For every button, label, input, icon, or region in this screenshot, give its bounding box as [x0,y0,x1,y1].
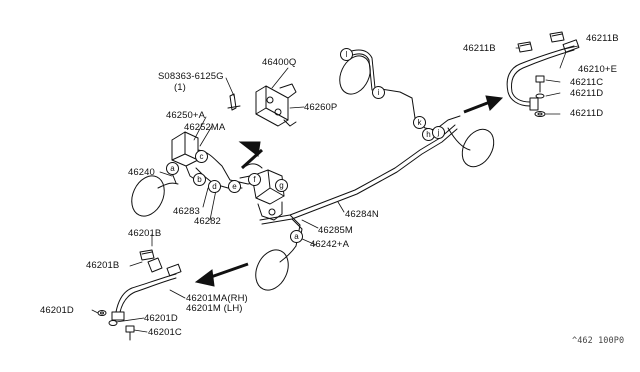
label-46284N: 46284N [345,209,379,220]
callout-h: h [422,128,435,141]
callout-k: k [413,116,426,129]
leader-lines [91,45,579,333]
callout-a: a [166,162,179,175]
label-46285M: 46285M [318,225,353,236]
rear-hose-assembly [506,31,580,117]
label-46211B-left: 46211B [463,43,496,54]
arrow-upper-right [238,141,264,170]
label-46283: 46283 [173,206,200,217]
front-right-brake-drum [255,235,299,291]
callout-j: j [432,126,445,139]
label-46201C: 46201C [148,327,182,338]
label-46282: 46282 [194,216,221,227]
label-46201D-right: 46201D [144,313,178,324]
label-46250A: 46250+A [166,110,206,121]
label-bolt-qty: (1) [174,82,186,93]
label-bolt-code: S08363-6125G [158,71,224,82]
arrow-right [463,95,504,114]
label-46201M: 46201M (LH) [186,303,243,314]
arrow-lower-left [194,262,249,287]
callout-i: i [372,86,385,99]
label-46201D-left: 46201D [40,305,74,316]
callout-c: c [195,150,208,163]
label-46210E: 46210+E [578,64,618,75]
main-brake-tube [259,124,458,241]
label-46400Q: 46400Q [262,57,297,68]
label-46242A: 46242+A [310,239,350,250]
callout-e: e [228,180,241,193]
label-46211D-lower: 46211D [570,108,604,119]
callout-l: l [340,48,353,61]
label-46201B-upper: 46201B [128,228,162,239]
rear-brake-line [347,49,461,131]
label-46211D-upper: 46211D [570,88,604,99]
label-46240: 46240 [128,167,155,178]
label-46201MA: 46201MA(RH) [186,293,248,304]
callout-b: b [193,173,206,186]
reference-code: ^462 100P0 [572,336,625,346]
callout-a2: a [290,230,303,243]
label-46201B-left: 46201B [86,260,120,271]
rear-brake-drum-right [447,127,495,168]
label-46260P: 46260P [304,102,338,113]
callout-g: g [275,179,288,192]
sensor-bracket [227,83,297,127]
callout-f: f [248,173,261,186]
callout-d: d [208,180,221,193]
label-46252MA: 46252MA [184,122,226,133]
direction-arrows [194,95,504,287]
label-46211B-right: 46211B [586,33,619,44]
label-46211C: 46211C [570,77,604,88]
